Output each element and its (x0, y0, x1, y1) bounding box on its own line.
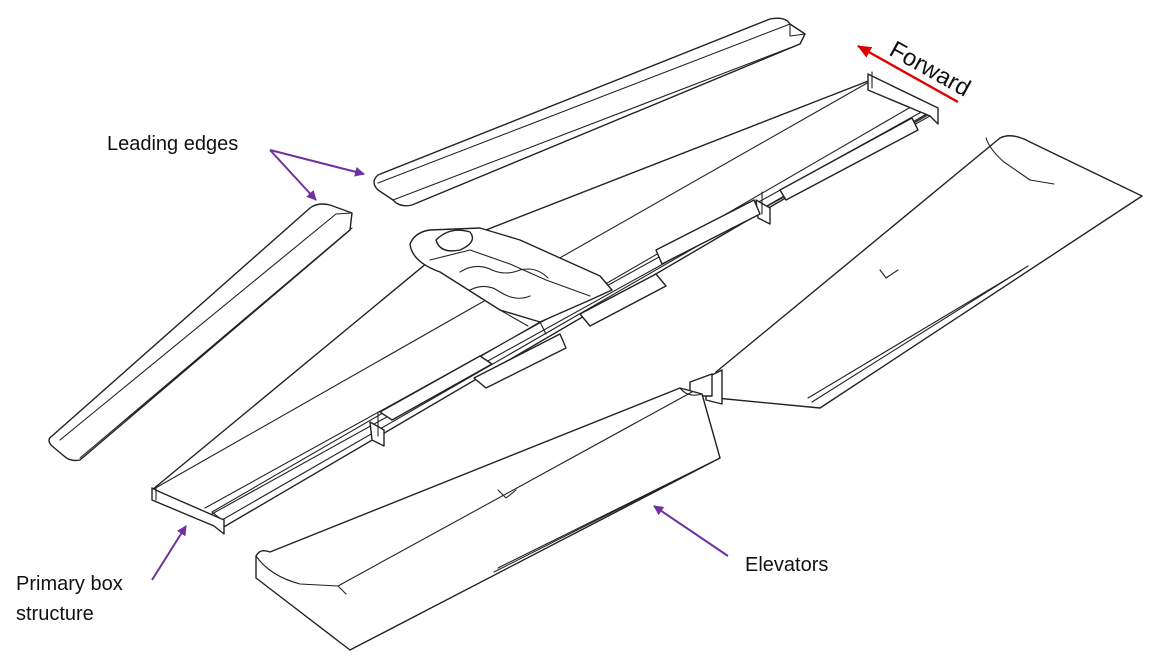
primary-box-structure (151, 71, 939, 535)
forward-arrow (857, 44, 959, 104)
right-elevator (689, 135, 1143, 409)
upper-leading-edge (373, 17, 806, 207)
primary-box-label-line1: Primary box (16, 573, 123, 595)
primary-box-pointer (151, 525, 187, 581)
primary-box-label-line2: structure (16, 603, 94, 625)
leading-edges-pointers (269, 149, 365, 201)
elevators-pointer (653, 505, 729, 557)
elevators-label: Elevators (745, 554, 829, 576)
left-elevator (255, 387, 721, 651)
left-leading-edge (48, 203, 353, 462)
leading-edges-label: Leading edges (107, 133, 239, 155)
